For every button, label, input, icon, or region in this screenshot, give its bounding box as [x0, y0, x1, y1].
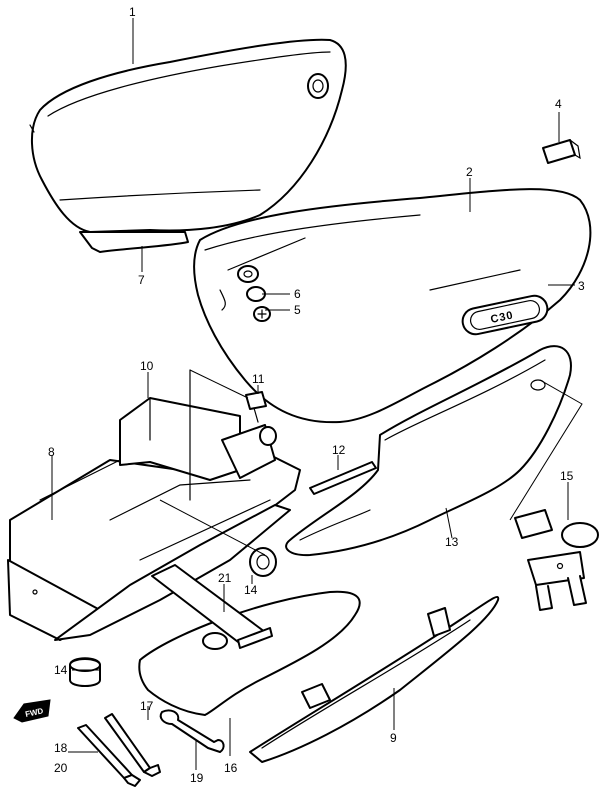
part-11-bolt	[245, 391, 277, 446]
part-1-left-side-cover	[29, 38, 347, 253]
part-16-tool-tray	[138, 590, 361, 716]
part-21-strap	[151, 564, 273, 649]
part-10-bracket	[119, 369, 276, 501]
forward-arrow-label: FWD	[24, 706, 44, 719]
callout-10: 10	[140, 359, 154, 373]
tool-18-20-hex-wrench	[77, 724, 141, 787]
callout-8: 8	[48, 445, 55, 459]
tool-19-wrench	[159, 709, 225, 753]
forward-arrow-icon: FWD	[13, 699, 51, 723]
part-9-frame-cover-long	[249, 595, 500, 763]
callout-16: 16	[224, 761, 238, 775]
alignment-lines	[159, 369, 583, 556]
callout-5: 5	[294, 303, 301, 317]
part-12-tape	[309, 461, 377, 495]
callout-18: 18	[54, 741, 68, 755]
callout-3: 3	[578, 279, 585, 293]
callout-labels: 1 2 3 4 5 6 7 8 9 10 11 12 13 14 14 15 1…	[48, 5, 585, 785]
callout-1: 1	[129, 5, 136, 19]
part-3-emblem: C30	[461, 294, 549, 336]
callout-2: 2	[466, 165, 473, 179]
tool-17-hex-wrench	[104, 713, 161, 777]
emblem-text: C30	[489, 309, 514, 326]
callout-21: 21	[218, 571, 232, 585]
callout-13: 13	[445, 535, 459, 549]
part-5-screw	[253, 306, 271, 322]
callout-11: 11	[252, 372, 265, 386]
part-15-lock-set	[514, 509, 599, 611]
callout-6: 6	[294, 287, 301, 301]
leader-lines	[51, 18, 575, 770]
callout-14-lower: 14	[54, 663, 68, 677]
callout-7: 7	[138, 273, 145, 287]
callout-4: 4	[555, 97, 562, 111]
callout-19: 19	[190, 771, 204, 785]
callout-20: 20	[54, 761, 68, 775]
callout-12: 12	[332, 443, 346, 457]
part-4-cushion	[542, 139, 581, 164]
part-14-cushion-lower	[69, 657, 101, 687]
part-2-right-side-cover	[193, 188, 592, 424]
callout-14-upper: 14	[244, 583, 258, 597]
part-13-lower-side-panel	[285, 345, 572, 557]
callout-15: 15	[560, 469, 574, 483]
part-14-grommet-upper	[249, 547, 277, 577]
callout-9: 9	[390, 731, 397, 745]
callout-17: 17	[140, 699, 154, 713]
